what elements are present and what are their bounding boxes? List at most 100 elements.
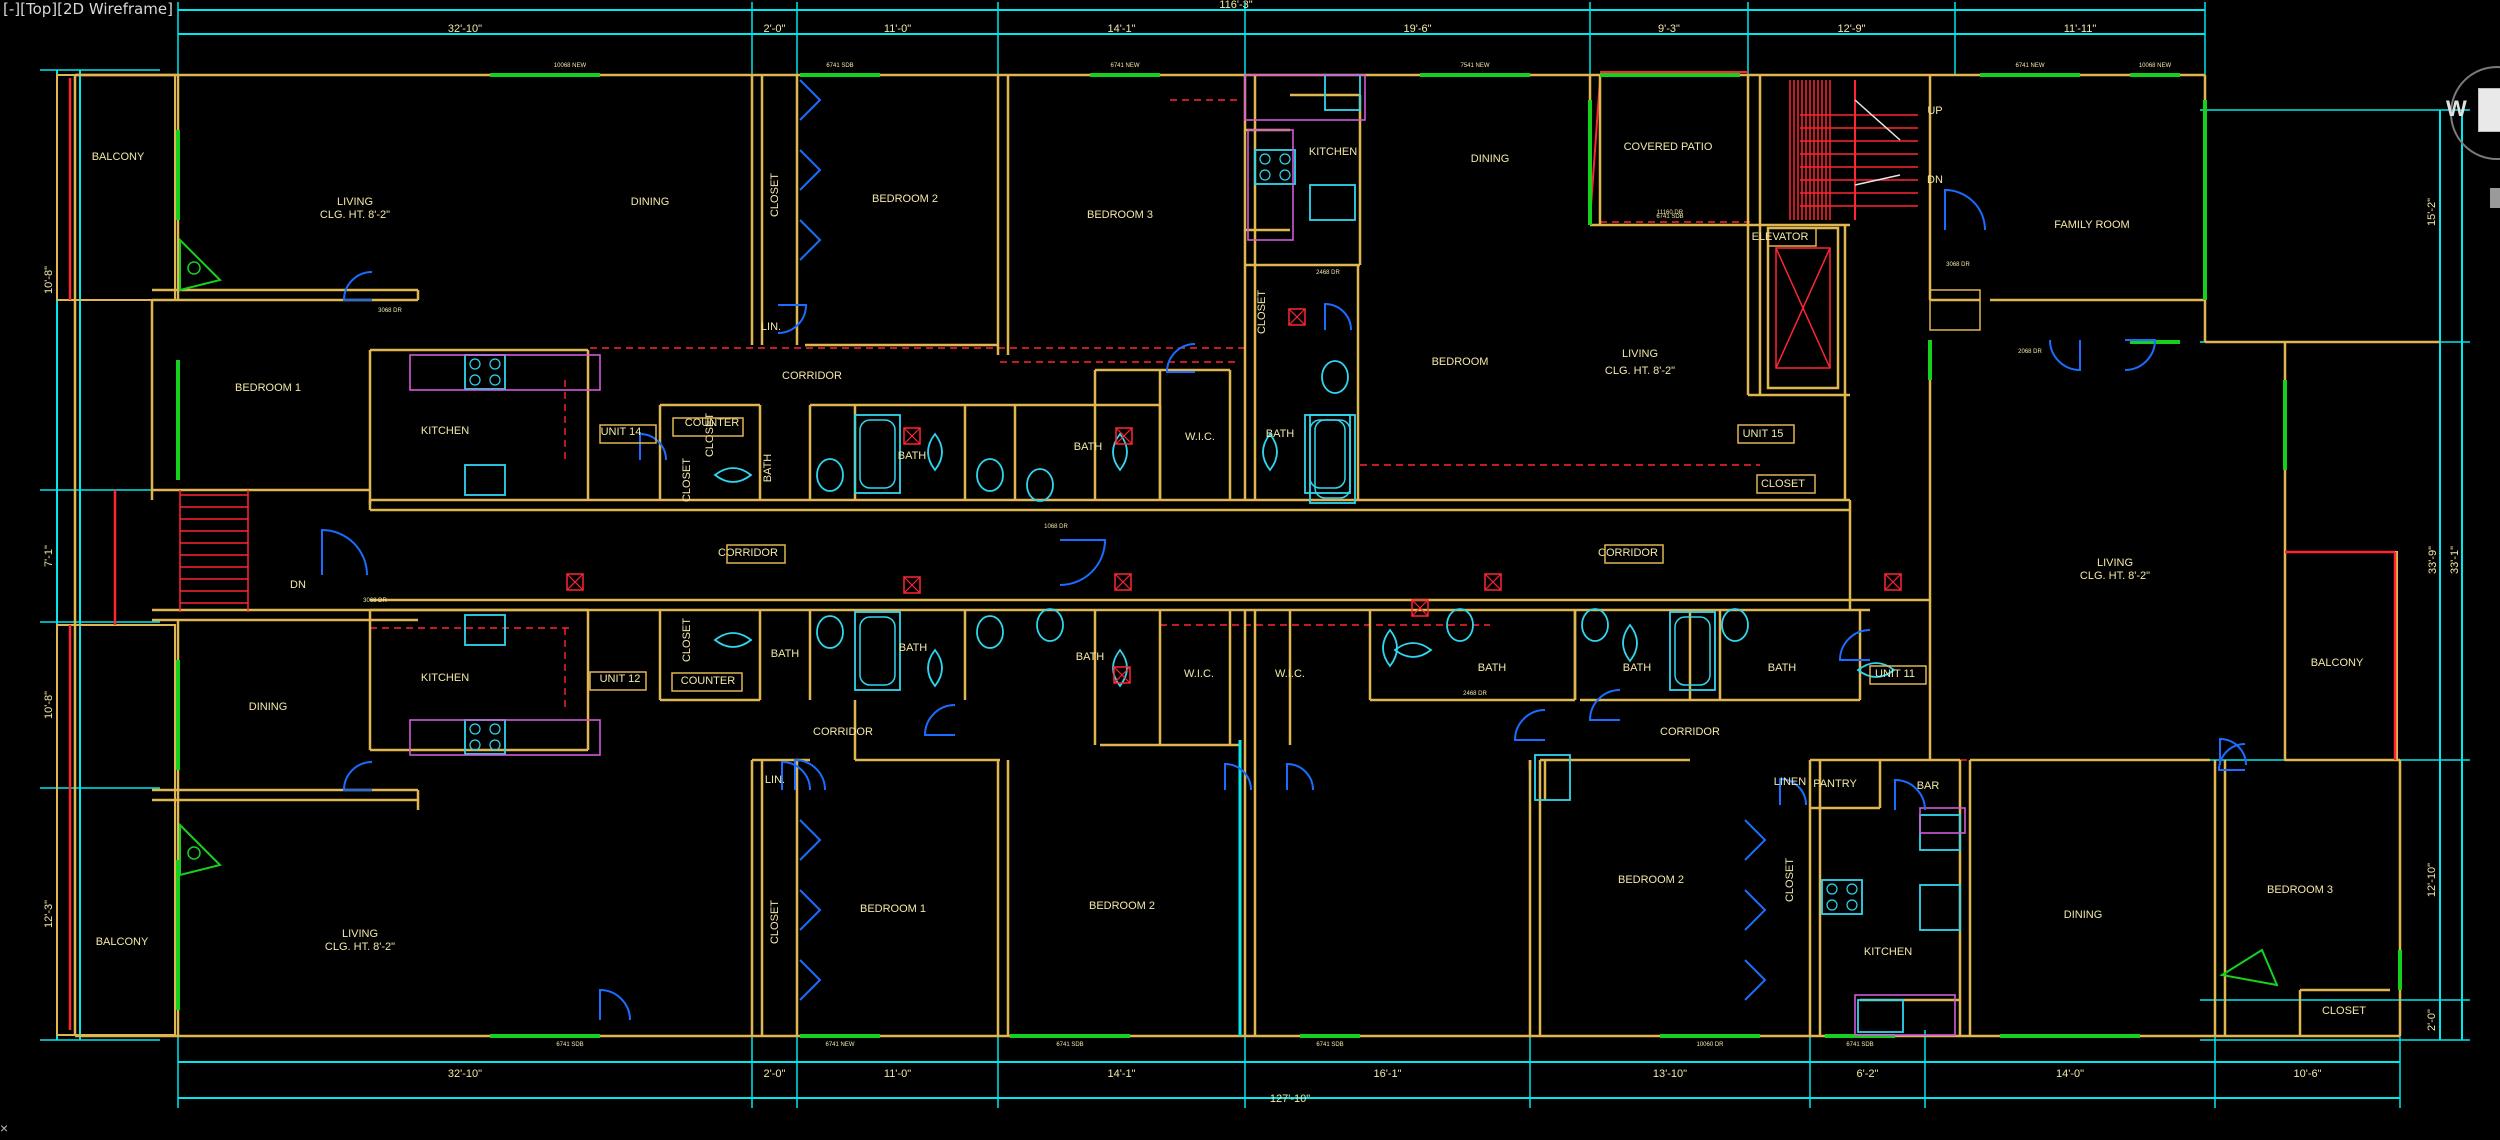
dim-text-bottom-6: 6'-2" [1857,1068,1879,1080]
room-label-40: KITCHEN [421,672,469,684]
window-tag-7: 6741 SDB [556,1042,583,1048]
door-18 [1286,762,1314,791]
room-label-60: CLOSET [1784,858,1796,902]
room-label-7: KITCHEN [1309,146,1357,158]
burner-2-1 [1279,153,1291,165]
toilet-7 [1382,628,1398,668]
burner-0-2 [469,374,481,386]
appliance-7 [1534,754,1571,801]
fixture-layer [179,74,2279,1036]
room-label-44: BATH [771,648,800,660]
room-label-30: CLG. HT. 8'-2" [1605,365,1675,377]
viewcube-widget[interactable]: W [2440,58,2500,208]
dim-text-top-3: 14'-1" [1107,23,1135,35]
burner-1-1 [489,723,501,735]
cabinet-4 [1854,994,1956,1036]
room-label-49: BATH [1478,662,1507,674]
door-9 [781,760,811,791]
room-label-39: DINING [249,701,288,713]
door-tag-2: 2468 DR [1316,270,1340,276]
hvac-x-b-5 [1884,573,1902,591]
door-8 [342,761,373,791]
range-2 [1254,149,1296,185]
viewport-controls-label[interactable]: [-][Top][2D Wireframe] [0,0,176,18]
room-label-0: BALCONY [92,151,145,163]
wall-layer [56,73,2440,1038]
door-13 [1894,778,1926,811]
dim-text-bottom-4: 16'-1" [1373,1068,1401,1080]
room-label-17: CLOSET [704,413,716,457]
room-label-48: W.I.C. [1275,668,1305,680]
tub-1 [854,611,901,691]
stair-ne-arrow-up [1854,99,1901,141]
elevator-label-box [1767,227,1817,247]
tub-basin-0 [859,419,896,489]
dim-text-right-4: 2'-0" [2426,1009,2438,1031]
door-0 [342,271,373,301]
room-label-19: UNIT 14 [601,426,642,438]
hvac-x-b-3 [1114,573,1132,591]
window-tag-2: 6741 NEW [1110,63,1139,69]
fireplace-2 [2219,948,2279,987]
hvac-x-b-9 [1411,599,1429,617]
hvac-box-8 [1113,666,1131,684]
unit-11-box [1869,665,1927,685]
dim-text-top-0: 32'-10" [448,23,482,35]
closet-box-e [1756,474,1816,494]
fireplace-0 [179,237,222,292]
room-label-57: BEDROOM 2 [1089,900,1155,912]
door-20 [794,758,826,791]
hvac-box-9 [1411,599,1429,617]
door-2 [777,304,808,334]
room-label-52: UNIT 11 [1875,668,1915,680]
bifold-0-0 [799,79,822,121]
sink-5 [1036,608,1064,642]
window-tag-1: 6741 SDB [826,63,853,69]
door-5 [1944,188,1986,231]
viewcube-top-face[interactable] [2478,88,2500,132]
corridor-box-w [726,544,786,564]
tub-basin-4 [1314,419,1351,499]
dim-text-top-4: 19'-6" [1403,23,1431,35]
dim-text-bottom-overall: 127'-10" [1270,1093,1310,1105]
dim-text-left-1: 7'-1" [43,545,55,567]
toilet-3 [1262,432,1278,472]
sink-6 [1321,360,1349,394]
door-tag-7: 11160 DR [1657,210,1684,216]
appliance-6 [1857,999,1904,1033]
tub-3 [1669,611,1716,691]
burner-3-0 [1826,883,1838,895]
room-label-50: BATH [1623,662,1652,674]
viewcube-south-marker [2490,188,2500,208]
toilet-2 [1112,432,1128,472]
toilet-4 [713,632,753,648]
dim-text-bottom-8: 10'-6" [2293,1068,2321,1080]
room-label-43: CLOSET [681,618,693,662]
room-label-24: BATH [1074,441,1103,453]
room-label-21: CLOSET [681,458,693,502]
range-3 [1821,879,1863,915]
door-11 [1513,709,1546,741]
elevator-car [1775,247,1831,369]
dim-text-top-2: 11'-0" [884,23,911,35]
dim-text-right-2: 33'-1" [2449,546,2461,574]
unit-15-box [1737,424,1795,444]
burner-0-3 [489,374,501,386]
tub-4 [1309,414,1356,504]
appliance-1 [464,614,506,646]
ucs-icon: × [0,1120,9,1136]
room-label-18: KITCHEN [421,425,469,437]
room-label-46: BATH [1076,651,1105,663]
door-tag-6: 2468 DR [1463,691,1487,697]
door-23 [2219,737,2247,766]
door-tag-3: 3068 DR [1946,262,1970,268]
room-label-67: CLOSET [2322,1005,2366,1017]
room-label-25: W.I.C. [1185,431,1215,443]
window-layer [176,73,2402,1038]
burner-1-3 [489,739,501,751]
room-label-38: BALCONY [2311,657,2364,669]
room-label-9: COVERED PATIO [1624,141,1713,153]
door-19 [639,432,667,461]
